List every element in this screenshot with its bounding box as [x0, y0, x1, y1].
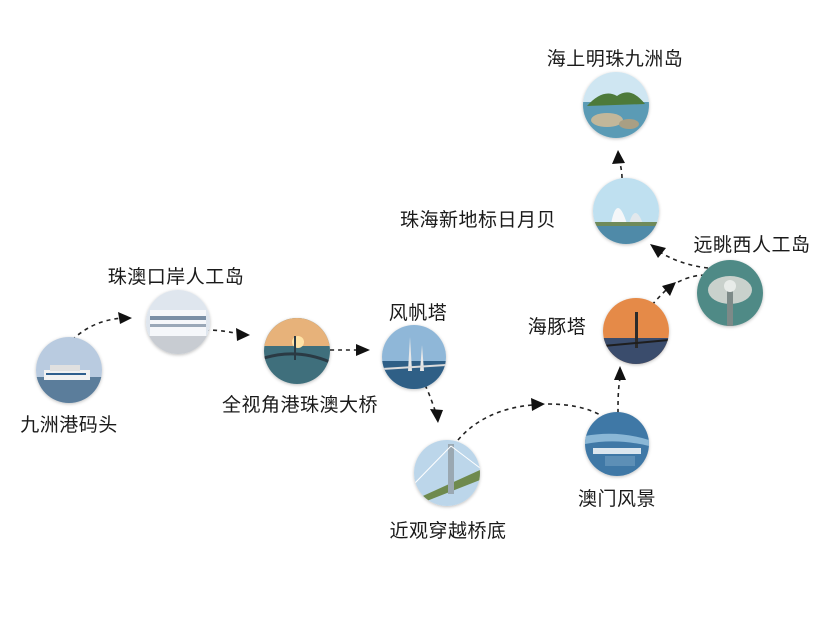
- stop-photo-bridge-panorama[interactable]: [264, 318, 330, 384]
- arrow-icon: [614, 366, 626, 380]
- ferry-port-photo-icon: [36, 337, 102, 403]
- stop-label-under-bridge: 近观穿越桥底: [389, 520, 507, 542]
- opera-house-photo-icon: [593, 178, 659, 244]
- stop-photo-jiuzhou-port[interactable]: [36, 337, 102, 403]
- stop-photo-dolphin-tower[interactable]: [603, 298, 669, 364]
- port-building-photo-icon: [146, 290, 210, 354]
- arrow-icon: [118, 312, 132, 324]
- stop-photo-sun-moon-shell[interactable]: [593, 178, 659, 244]
- stop-label-bridge-panorama: 全视角港珠澳大桥: [221, 394, 379, 416]
- stop-photo-artificial-island[interactable]: [146, 290, 210, 354]
- stop-label-artificial-island: 珠澳口岸人工岛: [107, 266, 245, 288]
- sail-tower-photo-icon: [382, 325, 446, 389]
- stop-label-macau-view: 澳门风景: [577, 488, 657, 510]
- stop-label-west-island: 远眺西人工岛: [693, 234, 811, 256]
- arrow-icon: [650, 244, 666, 258]
- stop-label-jiuzhou-port: 九洲港码头: [20, 414, 118, 436]
- stop-photo-under-bridge[interactable]: [414, 440, 480, 506]
- stop-label-sail-tower: 风帆塔: [388, 302, 448, 324]
- island-photo-icon: [583, 72, 649, 138]
- macau-aerial-photo-icon: [585, 412, 649, 476]
- stop-photo-sail-tower[interactable]: [382, 325, 446, 389]
- bridge-underside-photo-icon: [414, 440, 480, 506]
- stop-label-jiuzhou-island: 海上明珠九洲岛: [546, 48, 684, 70]
- stop-photo-jiuzhou-island[interactable]: [583, 72, 649, 138]
- stop-photo-west-island[interactable]: [697, 260, 763, 326]
- stop-label-sun-moon-shell: 珠海新地标日月贝: [399, 209, 557, 231]
- arrow-icon: [662, 282, 676, 296]
- stop-photo-macau-view[interactable]: [585, 412, 649, 476]
- arrow-icon: [236, 328, 250, 341]
- arrow-icon: [430, 409, 443, 423]
- dolphin-tower-photo-icon: [603, 298, 669, 364]
- stop-label-dolphin-tower: 海豚塔: [527, 316, 587, 338]
- arrow-icon: [531, 398, 545, 411]
- arrow-icon: [612, 150, 625, 164]
- arrow-icon: [356, 344, 370, 356]
- bridge-sunset-photo-icon: [264, 318, 330, 384]
- west-island-aerial-photo-icon: [697, 260, 763, 326]
